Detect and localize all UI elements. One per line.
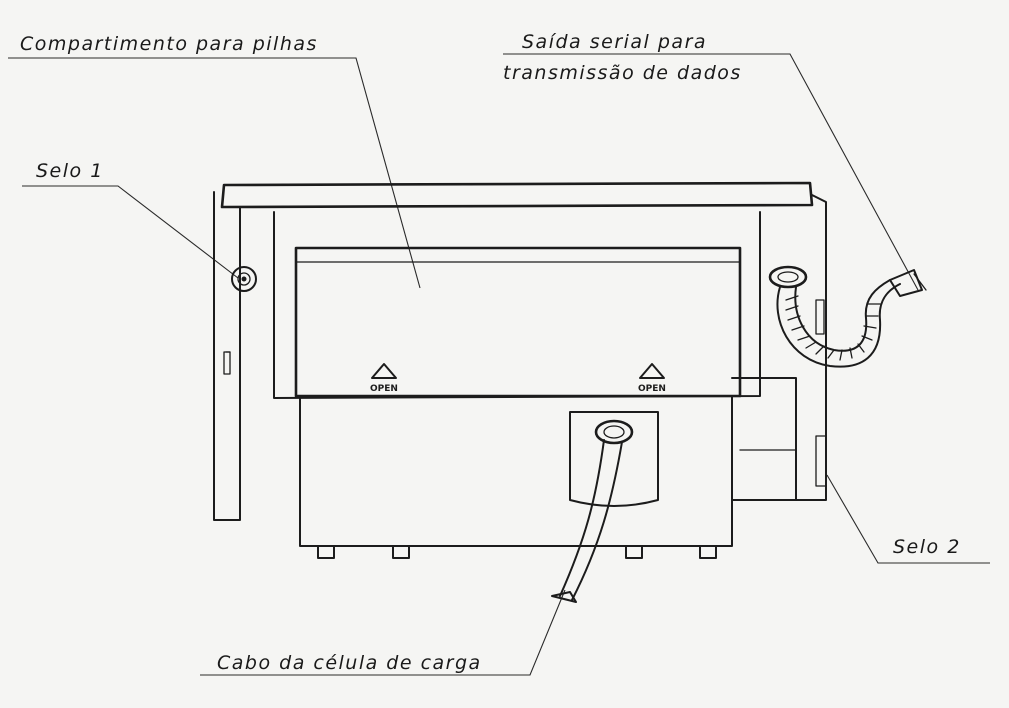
leader-cable	[200, 589, 566, 676]
label-selo1: Selo 1	[36, 160, 104, 182]
leader-serial	[503, 53, 919, 291]
open-marker-right: OPEN	[638, 363, 666, 394]
label-load-cell-cable: Cabo da célula de carga	[217, 652, 482, 674]
selo1-seal	[231, 266, 257, 292]
left-latch	[223, 351, 231, 375]
housing-right-side	[795, 194, 827, 501]
foot-1	[317, 545, 335, 559]
leader-compartment	[8, 57, 421, 289]
foot-2	[392, 545, 410, 559]
back-panel-frame	[273, 211, 761, 399]
open-label-left: OPEN	[370, 384, 398, 394]
foot-4	[699, 545, 717, 559]
device-housing	[213, 181, 827, 559]
selo2-seal	[815, 435, 827, 487]
label-selo2: Selo 2	[893, 536, 961, 558]
label-serial-output-line1: Saída serial para	[522, 31, 708, 53]
lower-body	[299, 395, 733, 547]
load-cell-cable	[551, 419, 634, 603]
foot-3	[625, 545, 643, 559]
load-cell-connector-housing	[569, 411, 659, 507]
housing-left-side	[213, 191, 241, 521]
open-marker-left: OPEN	[370, 363, 398, 394]
right-latch-top	[815, 299, 825, 335]
right-lower-block	[731, 377, 797, 501]
label-serial-output-line2: transmissão de dados	[503, 62, 742, 84]
battery-compartment-door	[294, 246, 742, 398]
label-battery-compartment: Compartimento para pilhas	[20, 33, 318, 55]
housing-top-lid	[220, 181, 814, 209]
serial-cable	[768, 265, 927, 368]
leader-lines	[8, 53, 990, 676]
leader-selo2	[826, 474, 990, 564]
open-label-right: OPEN	[638, 384, 666, 394]
leader-selo1	[22, 185, 239, 279]
